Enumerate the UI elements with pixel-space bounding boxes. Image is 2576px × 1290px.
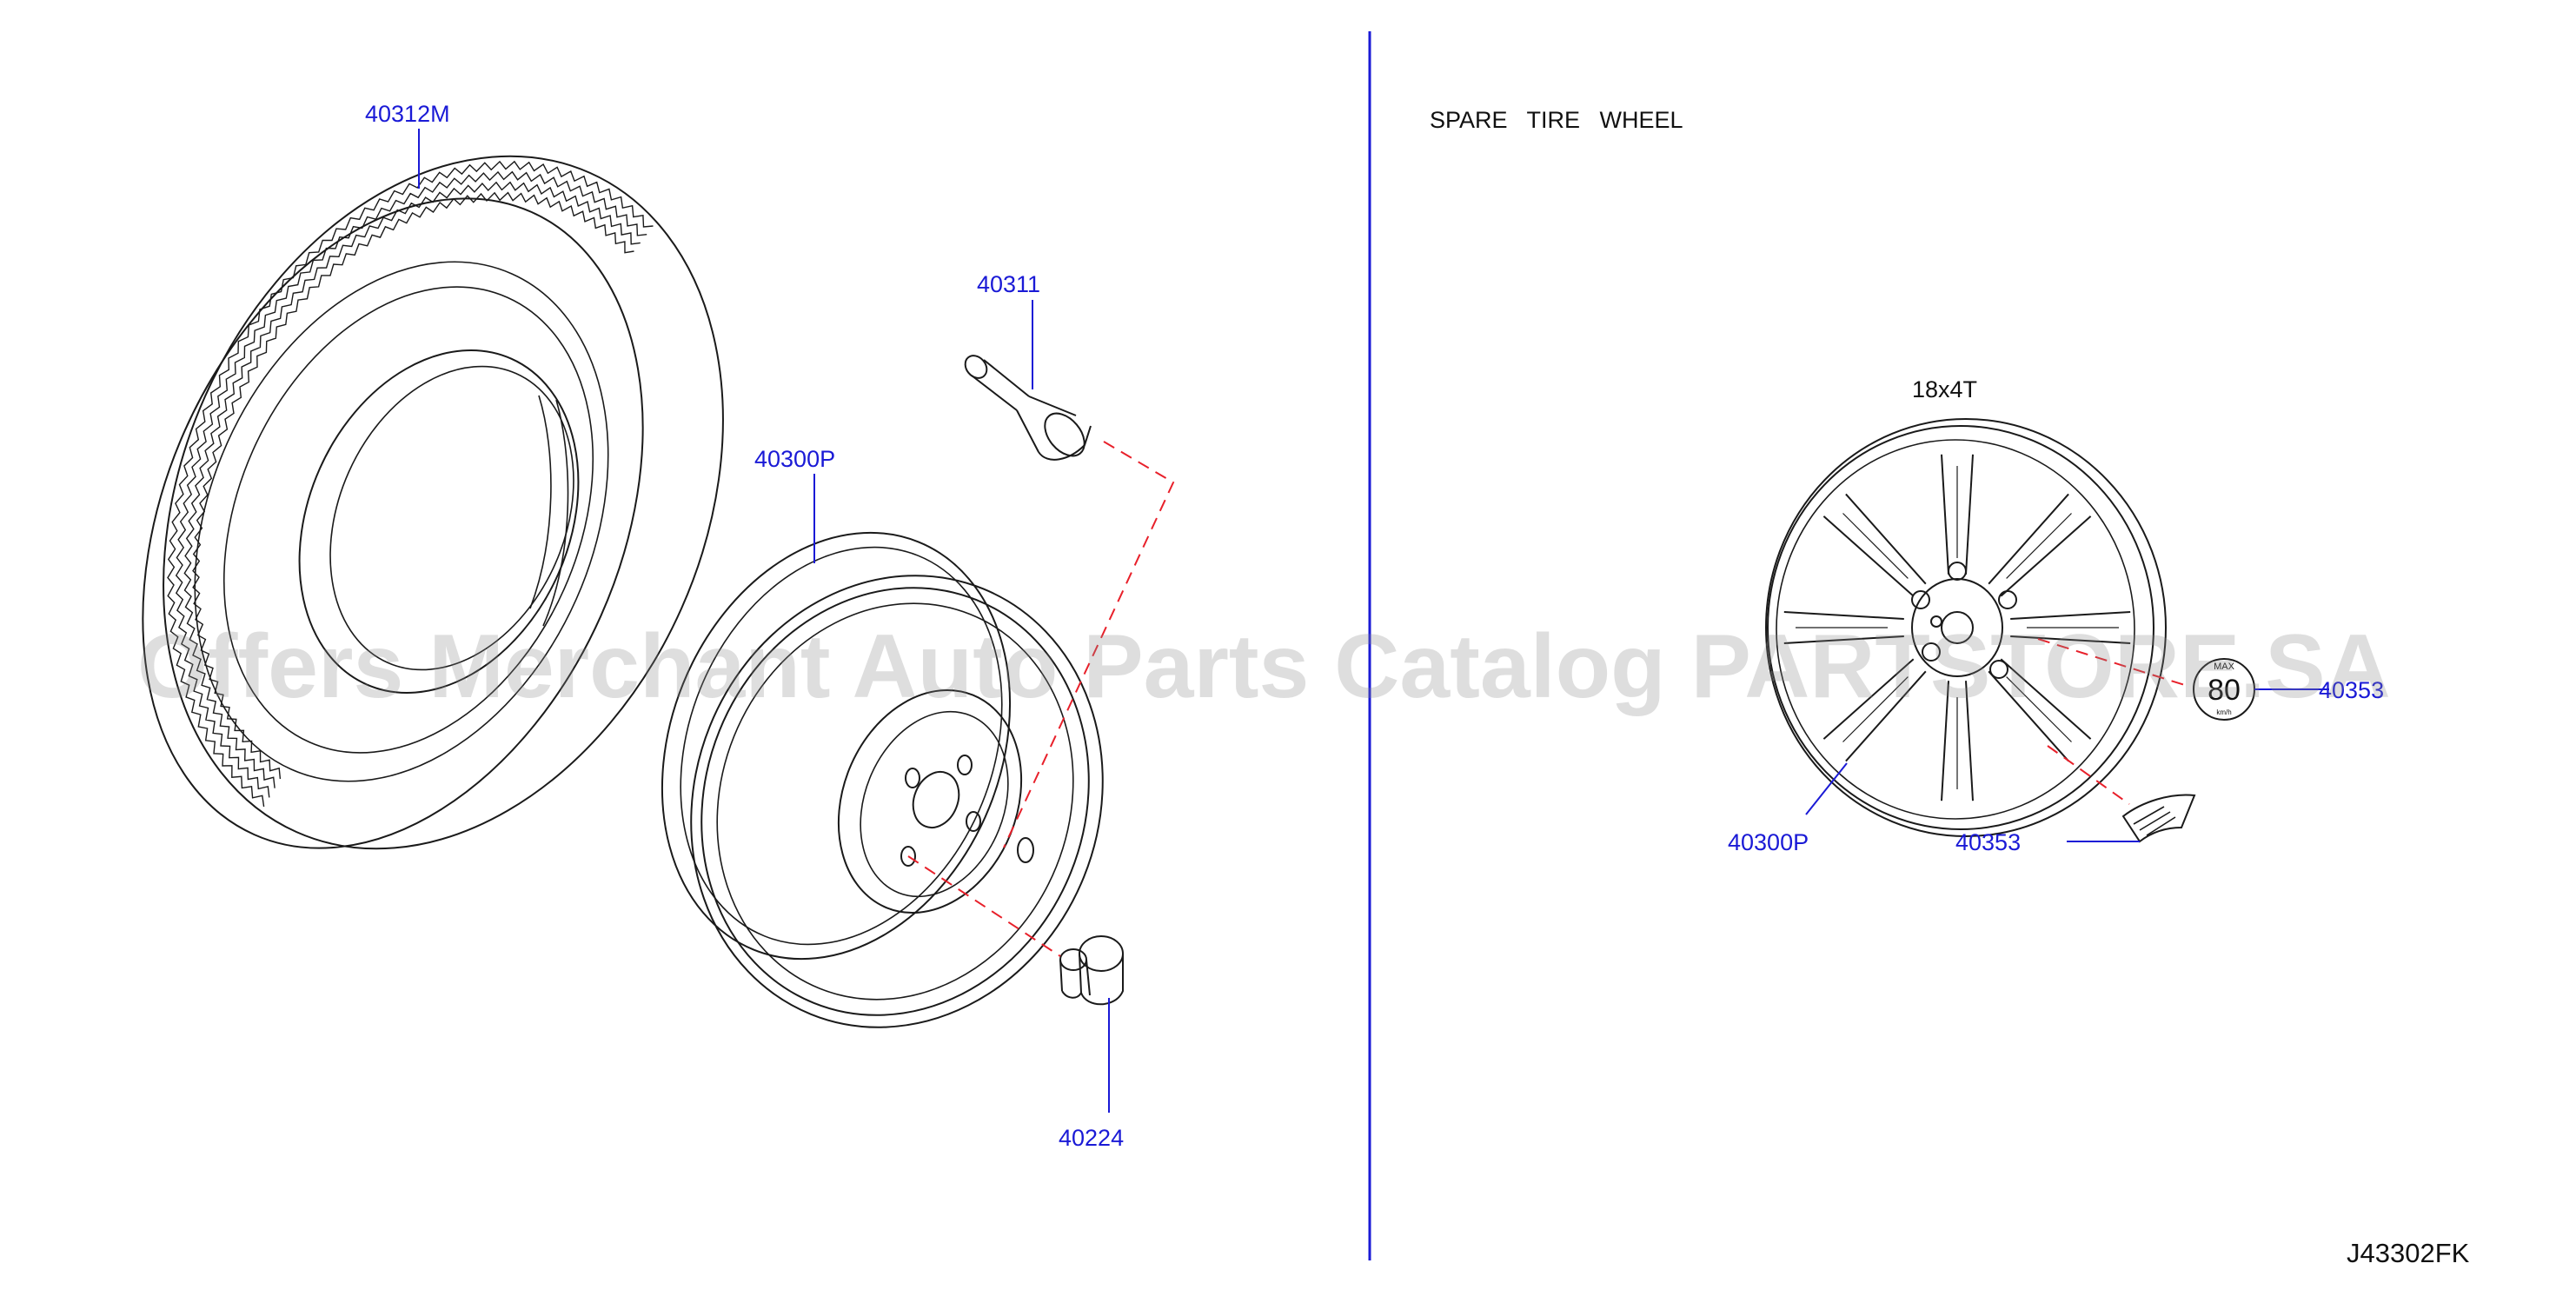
spoke-edge xyxy=(1783,635,1904,644)
speed-value-text: 80 xyxy=(2208,674,2241,707)
spoke-edge xyxy=(2000,658,2092,740)
diagram-code: J43302FK xyxy=(2347,1238,2470,1268)
spoke-edge xyxy=(1941,681,1949,801)
spoke-edge xyxy=(1988,670,2069,762)
spoke-edge xyxy=(1822,515,1915,597)
wheel-right-leader xyxy=(1805,762,1848,815)
valve-dashed-leader xyxy=(1003,441,1175,848)
spoke-edge xyxy=(1845,493,1927,585)
part-number-tire[interactable]: 40312M xyxy=(365,101,450,127)
wheel-nut-illustration[interactable] xyxy=(1059,935,1124,1006)
part-number-weight[interactable]: 40353 xyxy=(1955,829,2021,855)
spoke-edge xyxy=(1941,454,1949,575)
spoke-edge xyxy=(2010,611,2131,620)
spoke-edge xyxy=(1965,681,1974,801)
part-number-valve[interactable]: 40311 xyxy=(977,271,1040,297)
spoke-edge xyxy=(2000,515,2092,597)
tire-illustration[interactable] xyxy=(46,67,828,938)
speed-max-text: MAX xyxy=(2214,662,2235,672)
weight-dashed-leader xyxy=(2047,745,2130,805)
part-number-nut[interactable]: 40224 xyxy=(1059,1125,1124,1151)
balance-weight-illustration[interactable] xyxy=(2121,794,2196,843)
spoke-center-line xyxy=(2006,676,2072,742)
speed-unit-text: km/h xyxy=(2216,708,2231,716)
spoke-edge xyxy=(1822,658,1915,740)
speed-label-sticker[interactable]: MAX 80 km/h xyxy=(2193,658,2255,721)
part-number-wheel-left[interactable]: 40300P xyxy=(754,446,835,472)
spoke-edge xyxy=(1845,670,1927,762)
wheel-size-label: 18x4T xyxy=(1912,376,1977,402)
tread-pattern xyxy=(167,160,654,808)
watermark-text: Offers Merchant Auto Parts Catalog PARTS… xyxy=(137,616,2391,717)
label-dashed-leader xyxy=(2037,638,2191,688)
spoke-edge xyxy=(1965,454,1974,575)
spare-wheel-illustration[interactable] xyxy=(1765,418,2167,837)
valve-stem-illustration[interactable] xyxy=(961,351,1092,463)
wheel-spokes xyxy=(1783,454,2131,801)
spoke-center-line xyxy=(2006,513,2072,579)
part-number-label-sticker[interactable]: 40353 xyxy=(2319,677,2384,703)
spoke-edge xyxy=(1988,493,2069,585)
nut-dashed-leader xyxy=(907,855,1061,957)
spoke-edge xyxy=(1783,611,1904,620)
spoke-center-line xyxy=(1842,676,1909,742)
spoke-center-line xyxy=(1842,513,1909,579)
spoke-edge xyxy=(2010,635,2131,644)
spare-section-title: SPARE TIRE WHEEL xyxy=(1430,107,1683,133)
part-number-wheel-right[interactable]: 40300P xyxy=(1728,829,1809,855)
